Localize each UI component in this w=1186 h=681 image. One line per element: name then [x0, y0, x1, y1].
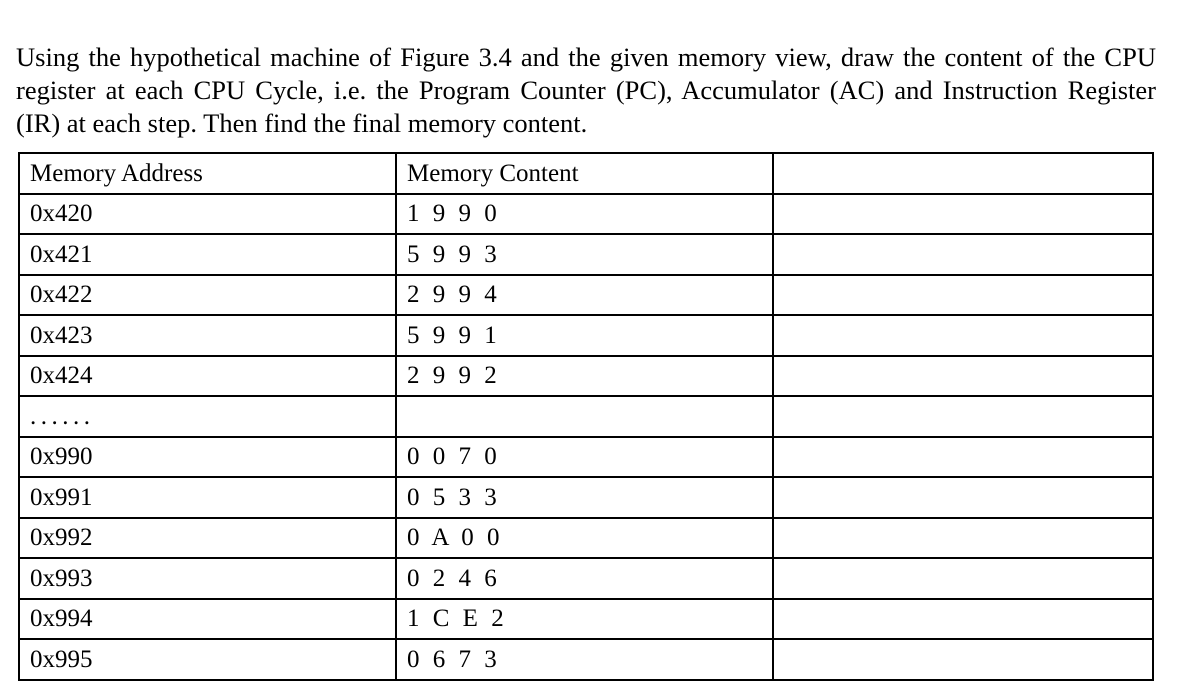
answer-blank-cell[interactable]	[772, 233, 1154, 276]
answer-blank-cell[interactable]	[772, 516, 1154, 559]
question-text: Using the hypothetical machine of Figure…	[16, 41, 1156, 138]
question-paragraph: Using the hypothetical machine of Figure…	[16, 41, 1156, 140]
memory-content-cell: 2 9 9 2	[395, 354, 774, 397]
memory-address-cell: 0x422	[18, 273, 397, 316]
answer-blank-cell[interactable]	[772, 597, 1154, 640]
memory-address-cell: 0x424	[18, 354, 397, 397]
memory-content-cell: 0 0 7 0	[395, 435, 774, 478]
memory-content-cell: 0 A 0 0	[395, 516, 774, 559]
memory-address-cell: 0x990	[18, 435, 397, 478]
memory-address-cell: 0x993	[18, 557, 397, 600]
column-header-memory-content: Memory Content	[395, 152, 774, 195]
memory-address-cell: 0x423	[18, 314, 397, 357]
answer-blank-cell[interactable]	[772, 314, 1154, 357]
column-header-memory-address: Memory Address	[18, 152, 397, 195]
memory-content-cell: 5 9 9 3	[395, 233, 774, 276]
answer-blank-cell[interactable]	[772, 638, 1154, 681]
memory-content-cell: 0 2 4 6	[395, 557, 774, 600]
memory-content-cell: 1 9 9 0	[395, 192, 774, 235]
table-row: ......	[18, 395, 1154, 438]
answer-blank-cell[interactable]	[772, 273, 1154, 316]
memory-content-cell: 1 C E 2	[395, 597, 774, 640]
memory-address-cell: 0x994	[18, 597, 397, 640]
table-header-row: Memory Address Memory Content	[18, 152, 1154, 195]
answer-blank-cell[interactable]	[772, 395, 1154, 438]
memory-content-cell: 0 6 7 3	[395, 638, 774, 681]
answer-blank-cell[interactable]	[772, 476, 1154, 519]
ellipsis-cell: ......	[18, 395, 397, 438]
document-page: Using the hypothetical machine of Figure…	[16, 41, 1156, 681]
memory-content-cell: 5 9 9 1	[395, 314, 774, 357]
answer-blank-cell[interactable]	[772, 192, 1154, 235]
memory-address-cell: 0x991	[18, 476, 397, 519]
memory-address-cell: 0x992	[18, 516, 397, 559]
memory-content-cell: 2 9 9 4	[395, 273, 774, 316]
memory-address-cell: 0x420	[18, 192, 397, 235]
memory-content-cell: 0 5 3 3	[395, 476, 774, 519]
memory-address-cell: 0x995	[18, 638, 397, 681]
memory-content-cell	[395, 395, 774, 438]
answer-blank-cell[interactable]	[772, 435, 1154, 478]
memory-table-head: Memory Address Memory Content	[18, 152, 1154, 195]
answer-blank-cell[interactable]	[772, 354, 1154, 397]
column-header-blank	[772, 152, 1154, 195]
memory-address-cell: 0x421	[18, 233, 397, 276]
answer-blank-cell[interactable]	[772, 557, 1154, 600]
